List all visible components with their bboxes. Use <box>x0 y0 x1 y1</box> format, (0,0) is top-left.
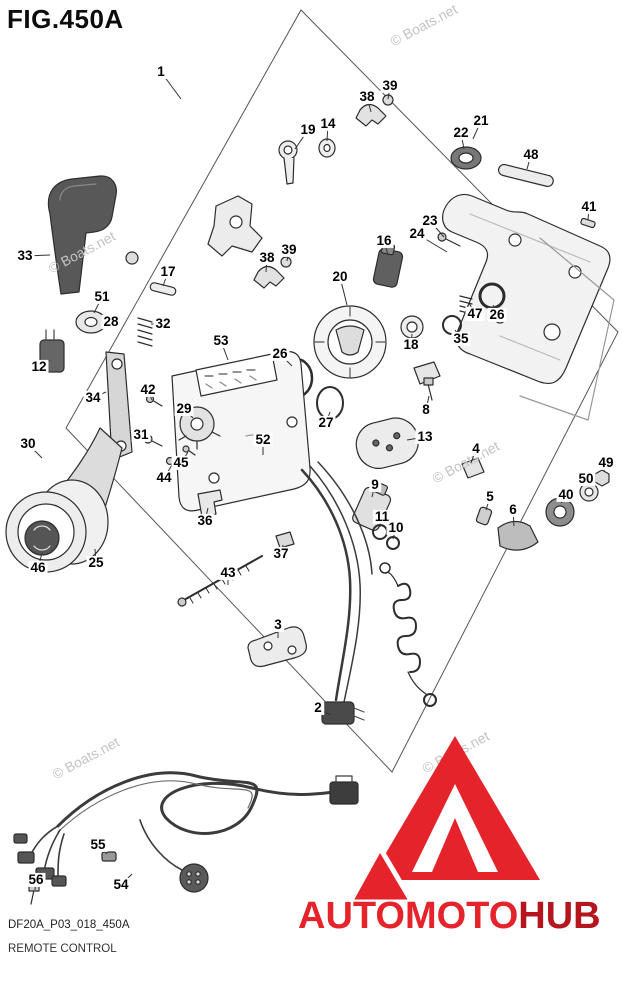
part-label-47: 47 <box>465 305 485 322</box>
shift-drum-and-rings <box>278 232 506 469</box>
part-label-18: 18 <box>401 336 421 353</box>
part-label-32: 32 <box>153 315 173 332</box>
part-label-52: 52 <box>253 431 273 448</box>
remote-lever-assembly <box>5 329 133 573</box>
part-label-26: 26 <box>487 306 507 323</box>
part-label-12: 12 <box>29 358 49 375</box>
part-label-9: 9 <box>369 476 381 493</box>
control-handle-grip <box>47 175 177 347</box>
part-label-4: 4 <box>470 440 482 457</box>
wiring-harness-assembly <box>13 771 359 905</box>
part-label-25: 25 <box>86 554 106 571</box>
part-label-11: 11 <box>372 508 392 525</box>
part-label-23: 23 <box>420 212 440 229</box>
part-label-45: 45 <box>171 454 191 471</box>
part-label-50: 50 <box>576 470 596 487</box>
part-label-17: 17 <box>158 263 178 280</box>
part-label-38: 38 <box>257 249 277 266</box>
part-label-41: 41 <box>579 198 599 215</box>
part-label-27: 27 <box>316 414 336 431</box>
figure-caption: REMOTE CONTROL <box>8 943 117 955</box>
part-label-5: 5 <box>484 488 496 505</box>
part-label-38: 38 <box>357 88 377 105</box>
part-label-31: 31 <box>131 426 151 443</box>
figure-code: DF20A_P03_018_450A <box>8 919 130 931</box>
part-label-54: 54 <box>111 876 131 893</box>
part-label-44: 44 <box>154 469 174 486</box>
part-label-14: 14 <box>318 115 338 132</box>
control-cables <box>300 461 373 725</box>
part-label-6: 6 <box>507 501 519 518</box>
part-label-40: 40 <box>556 486 576 503</box>
part-label-53: 53 <box>211 332 231 349</box>
part-label-13: 13 <box>415 428 435 445</box>
part-label-43: 43 <box>218 564 238 581</box>
part-label-28: 28 <box>101 313 121 330</box>
upper-bracket-and-clamps <box>207 94 596 289</box>
part-label-42: 42 <box>138 381 158 398</box>
part-label-16: 16 <box>374 232 394 249</box>
part-label-3: 3 <box>272 616 284 633</box>
ignition-switch-and-lanyard <box>352 457 610 707</box>
part-label-1: 1 <box>155 63 167 80</box>
part-label-26: 26 <box>270 345 290 362</box>
part-label-39: 39 <box>380 77 400 94</box>
figure-title: FIG.450A <box>7 4 124 34</box>
part-label-19: 19 <box>298 121 318 138</box>
part-label-36: 36 <box>195 512 215 529</box>
part-label-51: 51 <box>92 288 112 305</box>
part-label-48: 48 <box>521 146 541 163</box>
part-label-56: 56 <box>26 871 46 888</box>
part-label-22: 22 <box>451 124 471 141</box>
part-label-35: 35 <box>451 330 471 347</box>
part-label-55: 55 <box>88 836 108 853</box>
part-label-8: 8 <box>420 401 432 418</box>
part-label-49: 49 <box>596 454 616 471</box>
part-label-29: 29 <box>174 400 194 417</box>
part-label-21: 21 <box>471 112 491 129</box>
part-label-2: 2 <box>312 699 324 716</box>
part-label-30: 30 <box>18 435 38 452</box>
part-label-34: 34 <box>83 389 103 406</box>
part-label-10: 10 <box>386 519 406 536</box>
part-label-33: 33 <box>15 247 35 264</box>
part-label-20: 20 <box>330 268 350 285</box>
part-label-37: 37 <box>271 545 291 562</box>
part-label-46: 46 <box>28 559 48 576</box>
part-label-24: 24 <box>407 225 427 242</box>
part-label-39: 39 <box>279 241 299 258</box>
